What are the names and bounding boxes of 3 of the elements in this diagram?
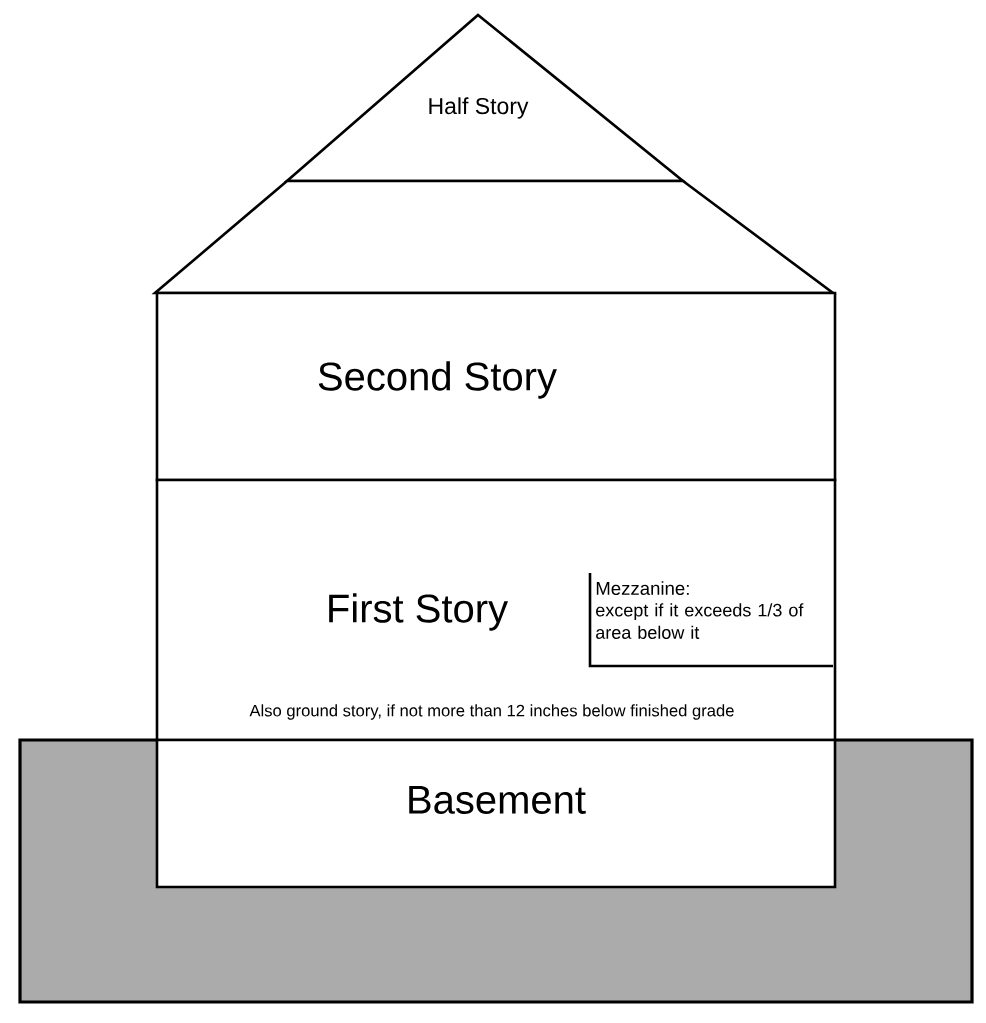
story-band: Second Story: [155, 291, 837, 482]
basement-band: Basement: [155, 738, 837, 889]
mezzanine-box: Mezzanine: except if it exceeds 1/3 of area below it: [588, 573, 833, 668]
